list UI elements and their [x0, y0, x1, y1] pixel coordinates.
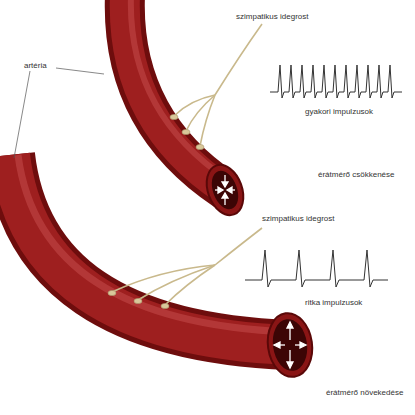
nerve-top [174, 24, 262, 146]
nerve-bottom [112, 228, 262, 305]
artery-bottom-lumen [270, 317, 311, 373]
artery-bottom-body [10, 155, 290, 345]
artery-top-body [125, 0, 225, 190]
frequent-impulse-trace [270, 65, 402, 98]
artery-label: artéria [24, 61, 47, 71]
sparse-impulse-trace [245, 250, 388, 287]
nerve-top-endings [170, 114, 204, 149]
effect-label: érátmérő növekedése [326, 388, 403, 398]
nerve-bottom-endings [108, 290, 169, 308]
artery-top [125, 0, 225, 190]
impulse-label: gyakori impulzusok [305, 107, 373, 117]
artery-top-lumen [207, 167, 243, 213]
impulse-label: ritka impulzusok [305, 298, 362, 308]
leader-lines [14, 68, 104, 158]
artery-bottom [10, 155, 290, 345]
artery-top-highlight [131, 0, 228, 180]
dilation-arrows [274, 322, 306, 368]
artery-bottom-opening [264, 310, 316, 380]
nerve-label: szimpatikus idegrost [236, 12, 308, 22]
constriction-arrows [215, 175, 235, 205]
artery-bottom-highlight [18, 155, 290, 332]
artery-top-opening [200, 160, 250, 220]
effect-label: érátmérő csökkenése [318, 170, 394, 180]
nerve-label: szimpatikus idegrost [262, 214, 334, 224]
